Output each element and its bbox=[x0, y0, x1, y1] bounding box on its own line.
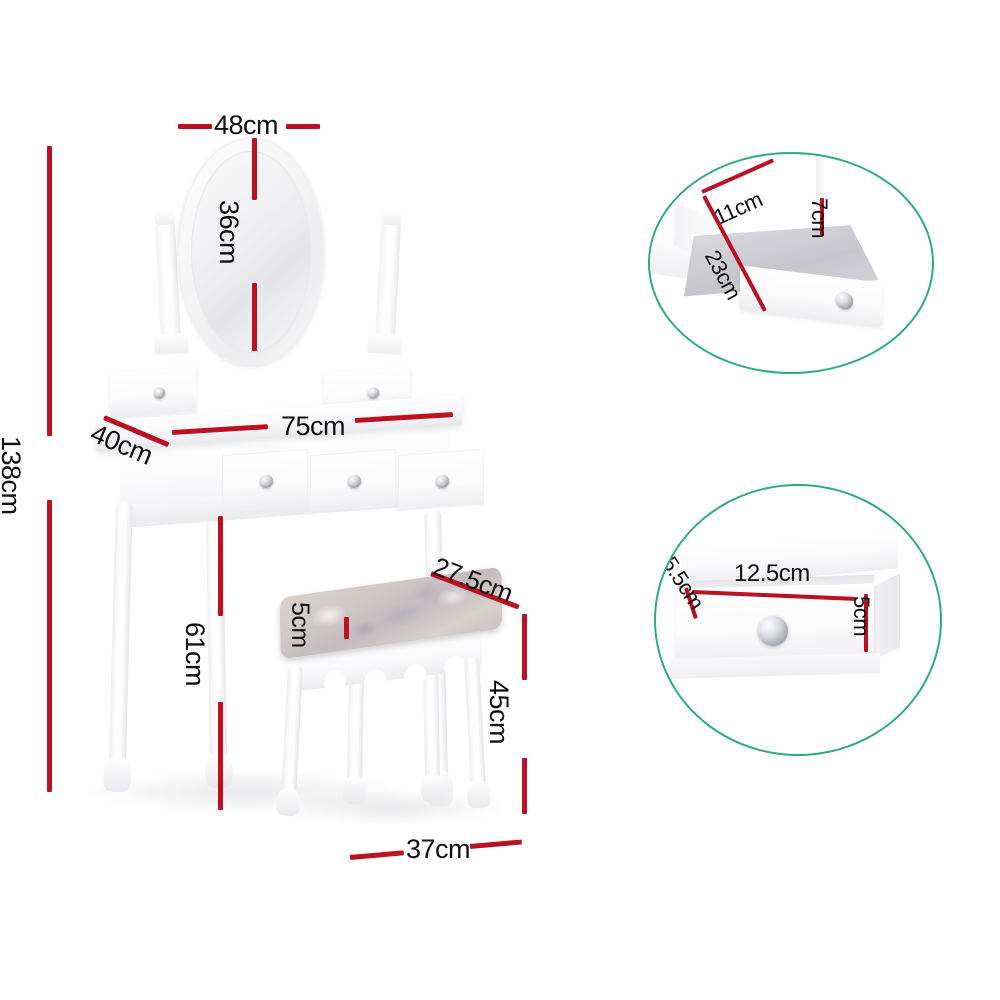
knob-open-drawer bbox=[836, 291, 853, 311]
mirror-assembly bbox=[150, 138, 410, 408]
callout-circle-small-drawer: 12.5cm 5.5cm 5cm bbox=[654, 484, 942, 756]
dimension-label-mirror-height: 36cm bbox=[214, 200, 244, 265]
mirror-post-right bbox=[367, 208, 403, 355]
stool-scallop-2 bbox=[364, 668, 386, 694]
dimension-line-mirror-width-right bbox=[286, 124, 320, 129]
dimension-label-overall-height: 138cm bbox=[0, 436, 26, 515]
open-drawer-illustration bbox=[650, 156, 898, 328]
dimension-label-small-drawer-height: 5cm bbox=[849, 596, 874, 637]
mirror-post-knob-right bbox=[380, 208, 402, 226]
dimension-line-stool-width-left bbox=[349, 850, 405, 860]
dimension-line-mirror-width-left bbox=[178, 124, 212, 129]
mirror-post-knob-left bbox=[154, 208, 176, 226]
lower-drawer-2 bbox=[310, 448, 396, 512]
dimension-line-stool-width-right bbox=[469, 839, 523, 849]
dimension-line-small-drawer-height bbox=[864, 594, 868, 652]
dimension-line-overall-height-lower bbox=[47, 500, 52, 792]
knob-small-drawer bbox=[758, 616, 788, 646]
top-drawer-left bbox=[110, 366, 196, 418]
knob-lower-2 bbox=[348, 474, 361, 489]
knob-top-right bbox=[368, 387, 379, 399]
dimension-line-seat-cushion bbox=[344, 617, 349, 639]
dimension-label-table-height: 61cm bbox=[180, 622, 210, 687]
stool-scallop-1 bbox=[324, 669, 346, 695]
mirror-post-left bbox=[153, 208, 189, 355]
dimension-label-drawer-inner-height: 7cm bbox=[807, 198, 832, 239]
dimension-label-stool-width: 37cm bbox=[406, 834, 471, 864]
callout-circle-large-drawer: 11cm 7cm 23cm bbox=[648, 152, 934, 374]
dimension-line-table-height-lower bbox=[218, 702, 223, 810]
mirror-post-foot-left bbox=[153, 333, 189, 355]
dimension-label-mirror-width: 48cm bbox=[214, 110, 279, 140]
knob-lower-3 bbox=[436, 474, 449, 489]
drawer-rail bbox=[816, 156, 825, 208]
desk-leg-front-left bbox=[108, 501, 133, 793]
small-drawer-base bbox=[670, 653, 880, 679]
lower-drawer-3 bbox=[398, 448, 484, 512]
stool-leg-front-left bbox=[280, 665, 303, 817]
dimension-line-stool-height-lower bbox=[522, 758, 527, 814]
dimension-line-stool-height-upper bbox=[522, 614, 527, 680]
dimension-label-seat-cushion: 5cm bbox=[286, 602, 314, 648]
lower-drawer-1 bbox=[222, 448, 308, 512]
mirror-glass bbox=[191, 151, 311, 353]
dimension-line-drawer-inner-height bbox=[820, 198, 824, 236]
oval-mirror-frame bbox=[178, 138, 324, 366]
small-drawer-side bbox=[872, 573, 900, 661]
dimension-line-overall-height-upper bbox=[47, 146, 52, 436]
dimension-label-stool-height: 45cm bbox=[484, 680, 514, 745]
dimension-label-small-drawer-width: 12.5cm bbox=[734, 560, 810, 587]
dimension-line-mirror-height-lower bbox=[252, 283, 257, 351]
dimension-line-mirror-height-upper bbox=[252, 138, 257, 200]
stool-scallop-4 bbox=[444, 654, 466, 680]
small-drawer-illustration bbox=[670, 488, 912, 704]
knob-lower-1 bbox=[260, 474, 273, 489]
mirror-post-foot-right bbox=[367, 333, 403, 355]
knob-top-left bbox=[154, 387, 165, 399]
dimension-line-table-height-upper bbox=[218, 516, 223, 616]
dimension-label-table-width: 75cm bbox=[281, 411, 346, 441]
